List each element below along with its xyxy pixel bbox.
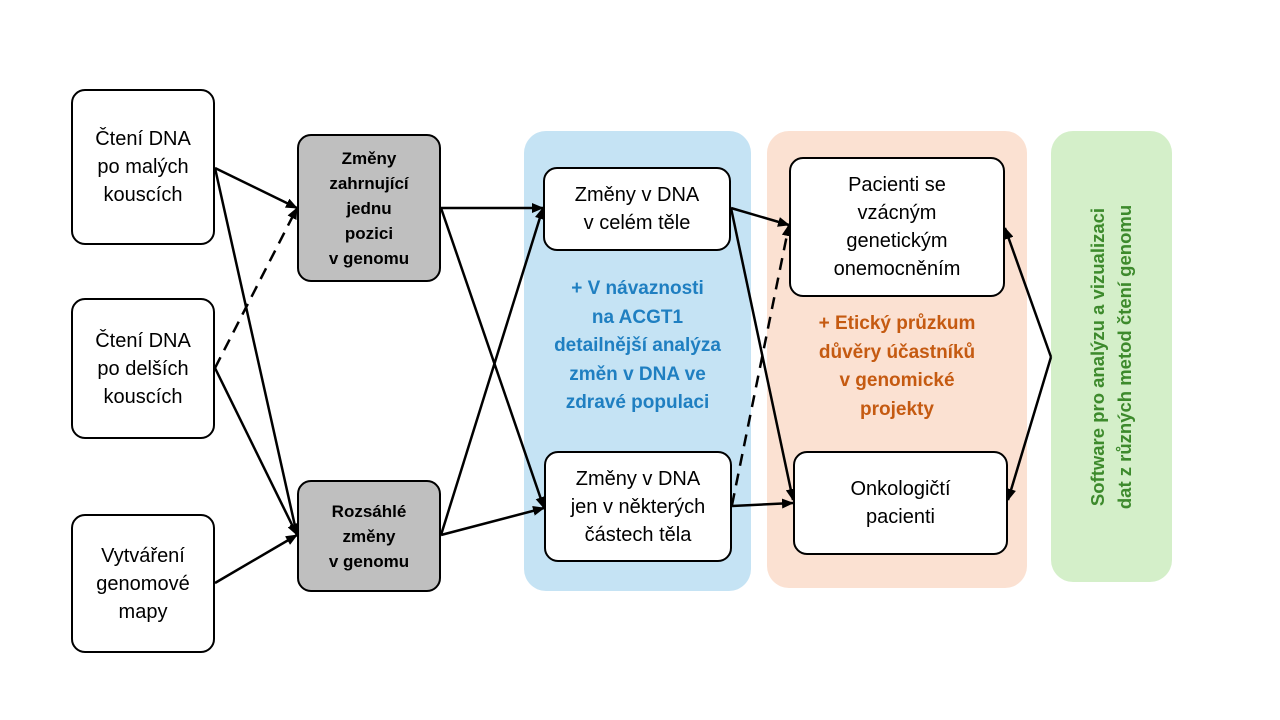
oncology-label: Onkologičtí pacienti <box>850 478 951 528</box>
genome-map-label: Vytváření genomové mapy <box>96 544 190 623</box>
arrow-long-reads-to-single <box>213 207 299 369</box>
arrow-some-parts-to-oncology <box>731 498 794 509</box>
short-reads-label: Čtení DNA po malých kouscích <box>95 128 191 206</box>
arrow-whole-body-to-rare <box>730 206 790 227</box>
large-changes-box: Rozsáhlé změny v genomu <box>297 480 441 592</box>
whole-body-box: Změny v DNA v celém těle <box>543 167 731 251</box>
arrow-genome-map-to-large <box>214 533 298 585</box>
rare-disease-box: Pacienti se vzácným genetickým onemocněn… <box>789 157 1005 297</box>
rare-disease-label: Pacienti se vzácným genetickým onemocněn… <box>833 174 961 280</box>
arrow-software-to-rare <box>1003 227 1053 358</box>
long-reads-label: Čtení DNA po delších kouscích <box>95 329 191 408</box>
software-label: Software pro analýzu a vizualizaci dat z… <box>1087 204 1135 510</box>
acgt1-note: + V návaznosti na ACGT1 detailnější anal… <box>554 278 721 413</box>
arrow-large-to-some-parts <box>440 505 545 537</box>
large-changes-label: Rozsáhlé změny v genomu <box>328 501 410 571</box>
arrow-whole-body-to-oncology <box>729 207 796 501</box>
long-reads-box: Čtení DNA po delších kouscích <box>71 298 215 439</box>
arrow-short-reads-to-large <box>213 167 300 536</box>
arrow-large-to-whole-body <box>439 207 545 536</box>
arrow-single-to-some-parts <box>439 207 546 509</box>
software-panel <box>1051 131 1172 582</box>
short-reads-box: Čtení DNA po malých kouscích <box>71 89 215 245</box>
some-parts-label: Změny v DNA jen v některých částech těla <box>570 467 706 546</box>
genome-map-box: Vytváření genomové mapy <box>71 514 215 653</box>
some-parts-box: Změny v DNA jen v některých částech těla <box>544 451 732 562</box>
arrow-some-parts-to-rare <box>730 224 792 506</box>
ethics-note: + Etický průzkum důvěry účastníků v geno… <box>818 313 976 420</box>
oncology-box: Onkologičtí pacienti <box>793 451 1008 555</box>
whole-body-label: Změny v DNA v celém těle <box>574 184 700 234</box>
arrow-long-reads-to-large <box>213 367 299 536</box>
arrow-software-to-oncology <box>1006 356 1053 501</box>
single-position-box: Změny zahrnující jednu pozici v genomu <box>297 134 441 282</box>
single-position-label: Změny zahrnující jednu pozici v genomu <box>328 148 410 268</box>
arrow-short-reads-to-single <box>214 166 298 210</box>
